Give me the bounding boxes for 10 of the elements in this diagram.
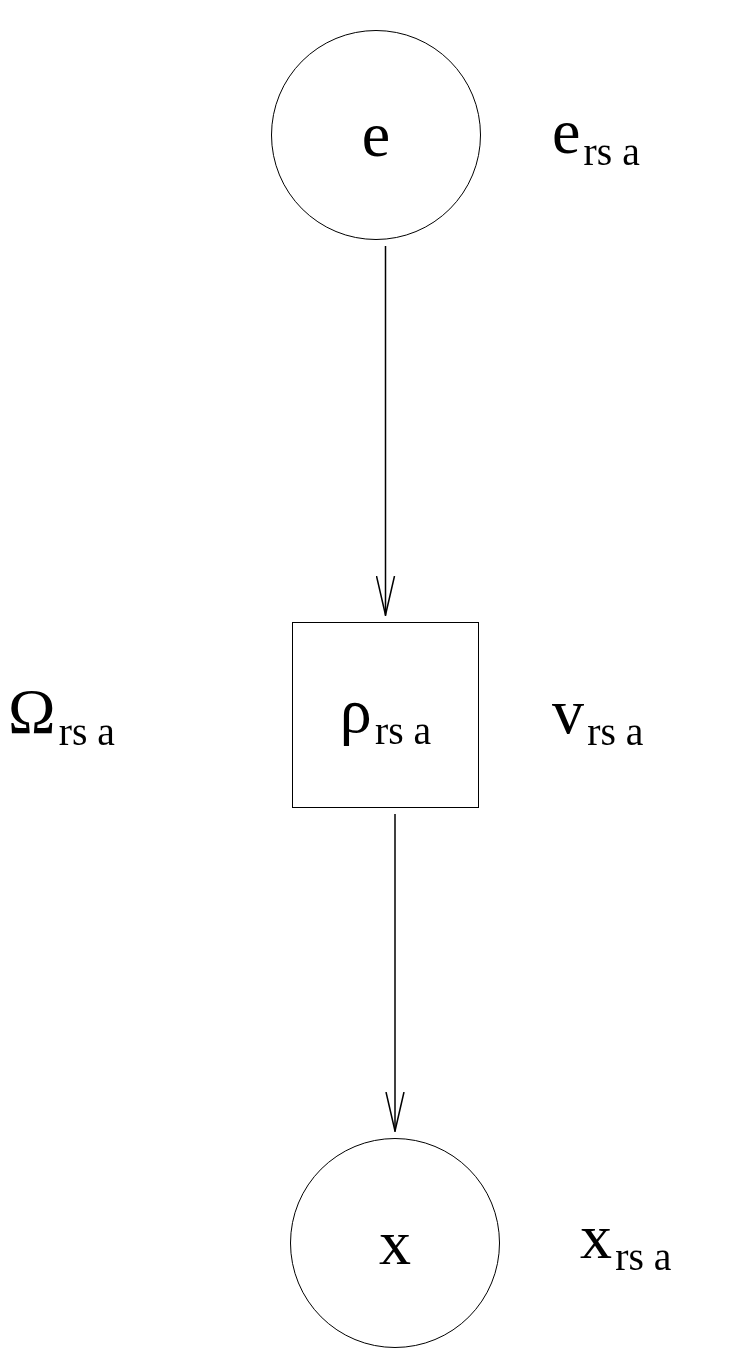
node-label: e xyxy=(361,103,391,167)
rectangle-node xyxy=(292,622,479,808)
node-label: ρ$_{rs a}$ xyxy=(339,678,432,752)
variable-label: x$_{rs a}$ xyxy=(580,1205,672,1278)
variable-label: e$_{rs a}$ xyxy=(552,100,640,173)
node-label: x xyxy=(379,1211,411,1275)
arrow xyxy=(375,245,396,617)
variable-label: v$_{rs a}$ xyxy=(552,680,644,753)
arrow xyxy=(385,813,405,1133)
variable-label: Ω$_{rs a}$ xyxy=(8,680,115,753)
